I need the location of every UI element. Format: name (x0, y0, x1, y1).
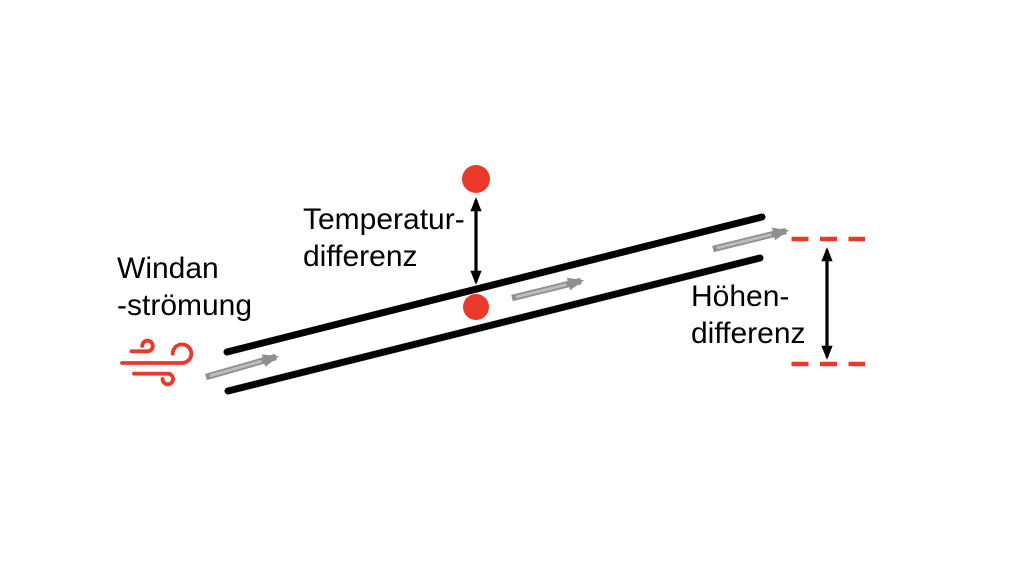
flow-arrow-exit (712, 227, 790, 253)
height-difference-label-line1: Höhen- (691, 280, 790, 313)
air-parcel-dot-in-channel (463, 294, 489, 320)
wind-gust-bottom-curl (132, 371, 175, 387)
wind-gust-top-curl (129, 338, 155, 354)
temperature-difference-label: Temperatur- differenz (303, 201, 465, 275)
slope-lower-line (224, 254, 764, 395)
wind-gust-icon (120, 338, 194, 387)
flow-arrow-entry-highlight (209, 359, 262, 378)
wind-flow-label: Windan -strömung (117, 250, 252, 324)
height-difference-label: Höhen- differenz (691, 278, 806, 352)
slope-upper-line (223, 213, 766, 356)
wind-gust-middle-curl (120, 342, 194, 365)
wind-flow-label-line1: Windan (117, 252, 219, 285)
height-difference-label-line2: differenz (691, 317, 806, 350)
temperature-difference-label-line1: Temperatur- (303, 203, 465, 236)
wind-flow-label-line2: -strömung (117, 289, 253, 322)
temperature-difference-label-line2: differenz (303, 240, 418, 273)
flow-arrow-exit-highlight (716, 233, 772, 250)
flow-arrow-middle (511, 277, 585, 302)
flow-arrow-middle-highlight (515, 283, 567, 299)
air-parcel-dot-upper (462, 165, 490, 193)
flow-arrow-entry (205, 353, 280, 381)
